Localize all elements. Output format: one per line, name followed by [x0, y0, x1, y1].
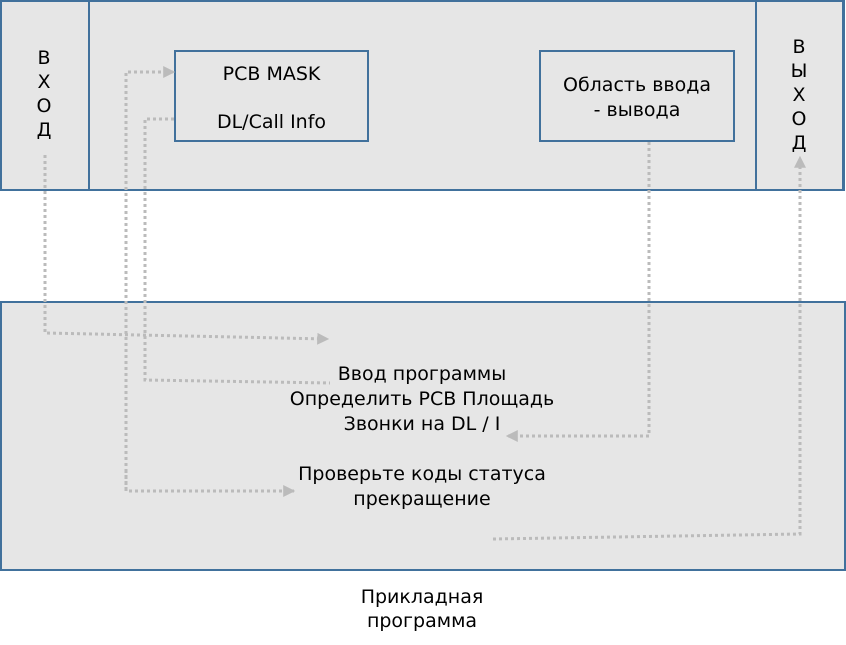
input-letter: Д	[36, 119, 52, 141]
input-letter: В	[37, 47, 51, 69]
input-label: В Х О Д	[34, 46, 54, 142]
caption-line-1: Прикладная	[360, 586, 484, 608]
io-area-box: Область ввода - вывода	[539, 50, 735, 142]
output-column	[755, 0, 844, 191]
status-line-1: Проверьте коды статуса	[298, 463, 546, 485]
connector-to-status	[124, 470, 296, 497]
status-line-2: прекращение	[353, 488, 491, 510]
input-letter: О	[36, 95, 52, 117]
connector-input-to-program	[43, 155, 330, 345]
pcb-mask-label: PCB MASK	[222, 63, 321, 85]
output-letter: Х	[792, 84, 806, 106]
connector-to-pcb-mask	[124, 66, 176, 490]
connector-program-to-output	[492, 155, 806, 541]
connector-io-to-calls	[505, 142, 651, 442]
output-letter: О	[791, 108, 807, 130]
dl-call-info-label: DL/Call Info	[216, 111, 327, 133]
caption-line-2: программа	[366, 610, 478, 632]
program-line-2: Определить PCB Площадь	[289, 388, 555, 410]
input-column	[0, 0, 90, 191]
input-letter: Х	[37, 71, 51, 93]
io-area-line2: - вывода	[593, 99, 681, 121]
output-letter: В	[792, 36, 806, 58]
output-label: В Ы Х О Д	[789, 35, 809, 155]
io-area-line1: Область ввода	[562, 74, 711, 96]
output-letter: Ы	[790, 60, 808, 82]
program-line-3: Звонки на DL / I	[343, 413, 501, 435]
program-panel	[0, 301, 846, 571]
pcb-mask-box: PCB MASK DL/Call Info	[174, 50, 369, 142]
output-letter: Д	[791, 132, 807, 154]
connector-dl-info-to-program	[143, 117, 331, 385]
program-line-1: Ввод программы	[337, 363, 507, 385]
